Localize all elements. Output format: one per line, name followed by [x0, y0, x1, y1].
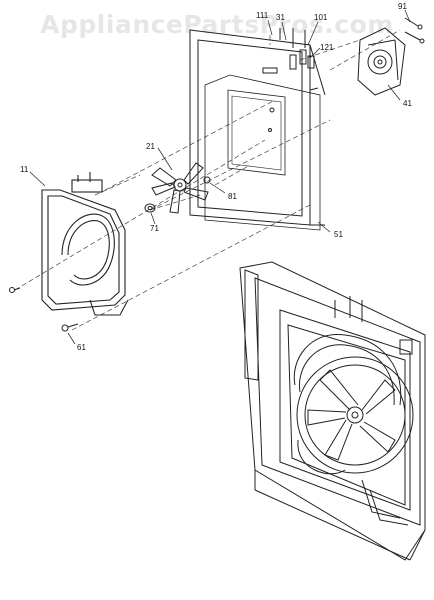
- callout-21: 21: [146, 142, 155, 151]
- screw-part-61-left: [9, 287, 21, 293]
- fan-blade-part: [151, 162, 209, 214]
- watermark: AppliancePartsPros.com: [40, 10, 394, 39]
- motor-assembly-part: [357, 27, 406, 96]
- assembled-fan-unit: [239, 261, 426, 561]
- callout-11: 11: [20, 165, 29, 174]
- sensor-parts: [279, 28, 315, 70]
- callout-71: 71: [150, 224, 159, 233]
- callout-51: 51: [334, 230, 343, 239]
- callout-101: 101: [314, 13, 328, 22]
- callout-leader-lines: [29, 9, 411, 345]
- callout-labels: 111 31 101 91 121 41 21 81 11 71 51 61: [20, 2, 412, 352]
- callout-31: 31: [276, 13, 285, 22]
- back-panel-part: [189, 29, 326, 231]
- nut-part-81: [203, 176, 211, 184]
- heating-element-part: [41, 172, 129, 316]
- callout-41: 41: [403, 99, 412, 108]
- screw-part-91: [404, 17, 425, 44]
- callout-61: 61: [77, 343, 86, 352]
- callout-121: 121: [320, 43, 334, 52]
- callout-81: 81: [228, 192, 237, 201]
- washer-part-71: [144, 203, 156, 213]
- callout-91: 91: [398, 2, 407, 11]
- callout-111: 111: [256, 11, 269, 20]
- screw-part-61-bottom: [61, 323, 79, 332]
